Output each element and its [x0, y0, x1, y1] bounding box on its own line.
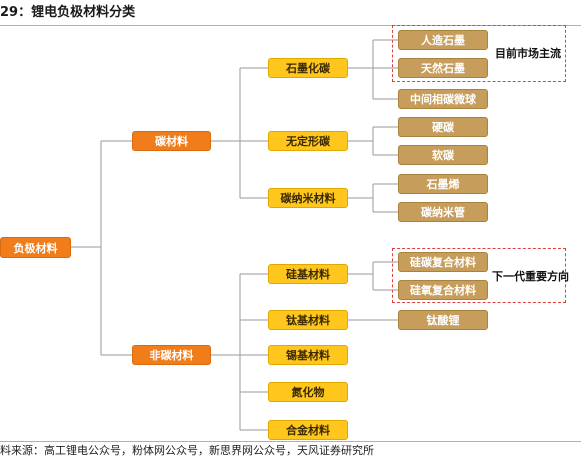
- note-current-mainstream: 目前市场主流: [495, 47, 561, 60]
- node-amorphous-carbon: 无定形碳: [268, 131, 348, 151]
- connector-amorphous: [348, 126, 398, 156]
- node-natural-graphite: 天然石墨: [398, 58, 488, 78]
- connector-graphite: [348, 39, 398, 100]
- top-divider: [0, 25, 581, 26]
- node-soft-carbon: 软碳: [398, 145, 488, 165]
- node-tin-based: 锡基材料: [268, 345, 348, 365]
- node-carbon-materials: 碳材料: [132, 131, 211, 151]
- node-anode-materials: 负极材料: [0, 237, 71, 258]
- node-hard-carbon: 硬碳: [398, 117, 488, 137]
- node-alloy: 合金材料: [268, 420, 348, 440]
- connector-silicon: [348, 261, 398, 291]
- connector-root: [71, 140, 132, 356]
- node-silicon-oxide-composite: 硅氧复合材料: [398, 280, 488, 300]
- connector-nano: [348, 183, 398, 213]
- figure-title: 29：锂电负极材料分类: [0, 5, 136, 20]
- node-artificial-graphite: 人造石墨: [398, 30, 488, 50]
- source-note: 料来源：高工锂电公众号，粉体网公众号，新思界网公众号，天风证券研究所: [0, 444, 374, 457]
- node-graphene: 石墨烯: [398, 174, 488, 194]
- node-silicon-based: 硅基材料: [268, 264, 348, 284]
- node-titanium-based: 钛基材料: [268, 310, 348, 330]
- mainstream-highlight-box: [392, 25, 566, 82]
- node-graphitized-carbon: 石墨化碳: [268, 58, 348, 78]
- node-mesocarbon-microbeads: 中间相碳微球: [398, 89, 488, 109]
- node-carbon-nanomaterials: 碳纳米材料: [268, 188, 348, 208]
- node-carbon-nanotubes: 碳纳米管: [398, 202, 488, 222]
- node-non-carbon-materials: 非碳材料: [132, 345, 211, 365]
- bottom-divider: [0, 441, 581, 442]
- connector-noncarbon: [211, 273, 268, 431]
- node-silicon-carbon-composite: 硅碳复合材料: [398, 252, 488, 272]
- connector-carbon: [211, 67, 268, 199]
- node-nitride: 氮化物: [268, 382, 348, 402]
- next-generation-highlight-box: [392, 248, 566, 303]
- node-lithium-titanate: 钛酸锂: [398, 310, 488, 330]
- note-next-generation: 下一代重要方向: [492, 270, 569, 283]
